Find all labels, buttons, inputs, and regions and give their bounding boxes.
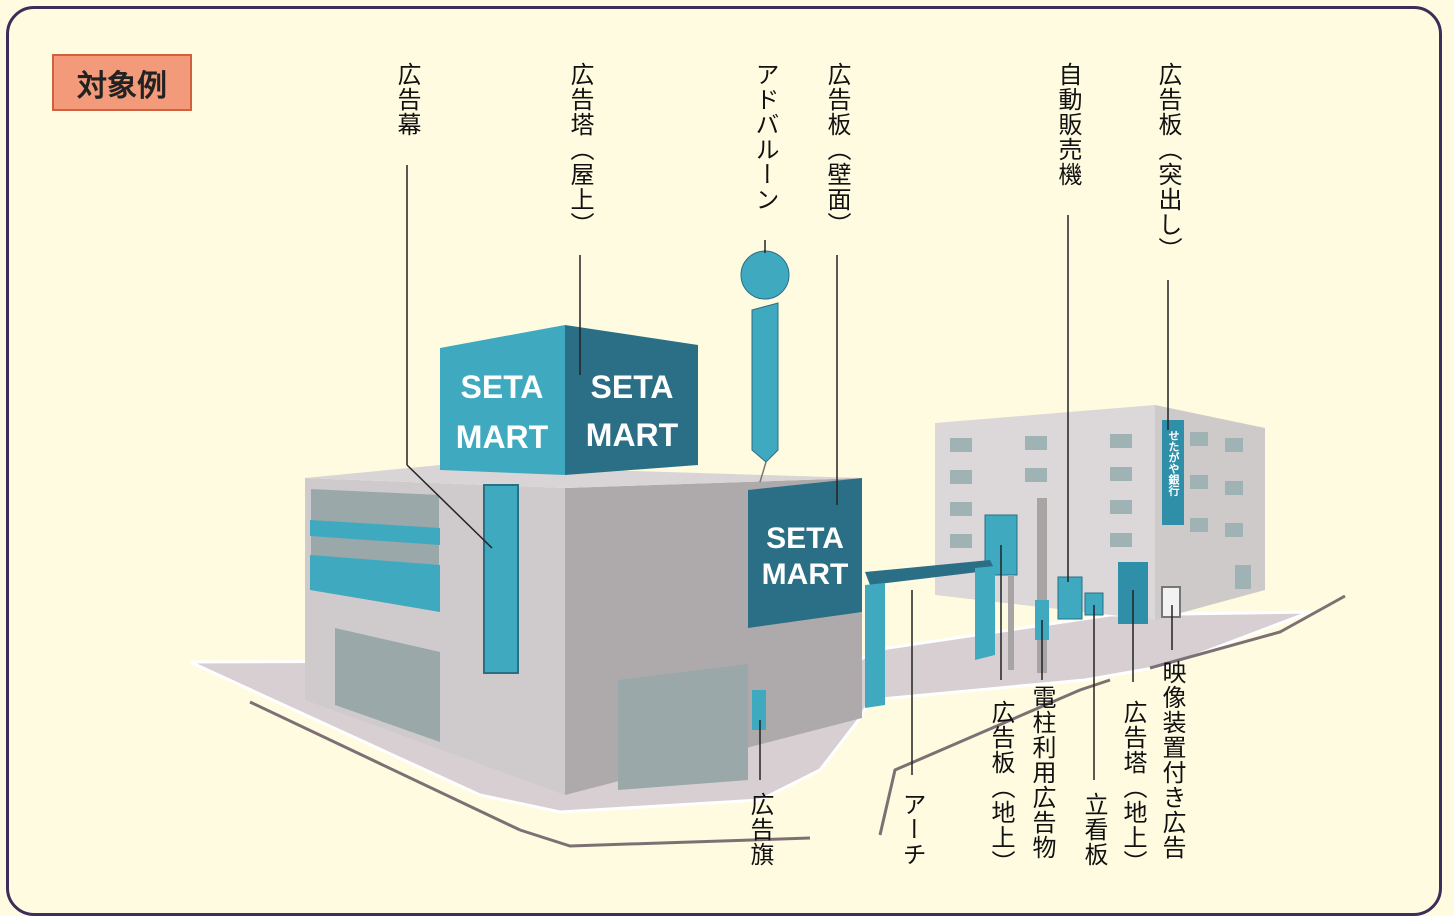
- front-teal-band: [310, 555, 440, 612]
- front-shutter: [335, 628, 440, 742]
- ad-flag-panel: [752, 690, 766, 730]
- window: [1225, 523, 1243, 537]
- side-shutter: [618, 664, 748, 790]
- label-billboard-ground: 広告板（地上）: [987, 700, 1015, 875]
- front-teal-strip: [310, 520, 440, 545]
- ad-balloon-tether: [759, 461, 767, 483]
- window: [1190, 475, 1208, 489]
- video-ad-screen: [1161, 586, 1181, 618]
- projecting-sign: [1162, 420, 1184, 525]
- ground-billboard-post: [1008, 575, 1014, 670]
- label-ad-tower-ground: 広告塔（地上）: [1119, 700, 1147, 875]
- label-arch: アーチ: [898, 792, 926, 867]
- vending-machine-box: [1057, 576, 1083, 620]
- curb-front: [519, 828, 811, 848]
- label-billboard-wall: 広告板（壁面）: [823, 62, 851, 237]
- label-vending-machine: 自動販売機: [1054, 62, 1082, 187]
- label-ad-flag: 広告旗: [746, 792, 774, 867]
- roof-tower-right: [565, 325, 698, 475]
- label-ad-balloon: アドバルーン: [751, 62, 779, 212]
- window: [1025, 468, 1047, 482]
- label-utility-pole-ad: 電柱利用広告物: [1028, 685, 1056, 860]
- label-standing-sign: 立看板: [1080, 792, 1108, 867]
- ad-balloon: [740, 250, 790, 300]
- roof-sign-left-line1: SETA: [461, 369, 544, 405]
- window: [1110, 533, 1132, 547]
- roof-sign-right-line2: MART: [586, 417, 679, 453]
- label-ad-tower-roof: 広告塔（屋上）: [566, 62, 594, 237]
- leader-ad-curtain-diag: [406, 464, 493, 549]
- main-building-roof: [305, 465, 862, 488]
- ad-balloon-banner: [751, 302, 779, 463]
- utility-pole: [1037, 498, 1047, 673]
- arch-top: [865, 560, 995, 585]
- curb-right: [1149, 594, 1346, 670]
- label-ad-curtain: 広告幕: [393, 62, 421, 137]
- window: [950, 534, 972, 548]
- arch-left-post: [865, 583, 885, 708]
- arch-right-post: [975, 566, 995, 660]
- example-badge: 対象例: [52, 54, 192, 111]
- label-billboard-projecting: 広告板（突出し）: [1154, 62, 1182, 262]
- ad-curtain-panel: [483, 484, 519, 674]
- bank-sign-text: せたがや銀行: [1167, 430, 1181, 497]
- window: [1110, 500, 1132, 514]
- wall-sign-line1: SETA: [766, 522, 844, 555]
- window: [1110, 467, 1132, 481]
- wall-sign-line2: MART: [762, 558, 849, 591]
- curb-left: [249, 700, 521, 832]
- window: [1225, 438, 1243, 452]
- window: [1225, 481, 1243, 495]
- roof-tower-left: [440, 325, 565, 475]
- window: [950, 502, 972, 516]
- roof-sign-right-line1: SETA: [591, 369, 674, 405]
- wall-billboard: [748, 478, 862, 628]
- window: [950, 438, 972, 452]
- curb-road: [878, 678, 1111, 836]
- window: [1235, 565, 1251, 589]
- window: [1190, 518, 1208, 532]
- window: [1025, 436, 1047, 450]
- window: [1190, 432, 1208, 446]
- roof-sign-left-line2: MART: [456, 419, 549, 455]
- label-video-ad: 映像装置付き広告: [1158, 660, 1186, 860]
- window: [950, 470, 972, 484]
- window: [1110, 434, 1132, 448]
